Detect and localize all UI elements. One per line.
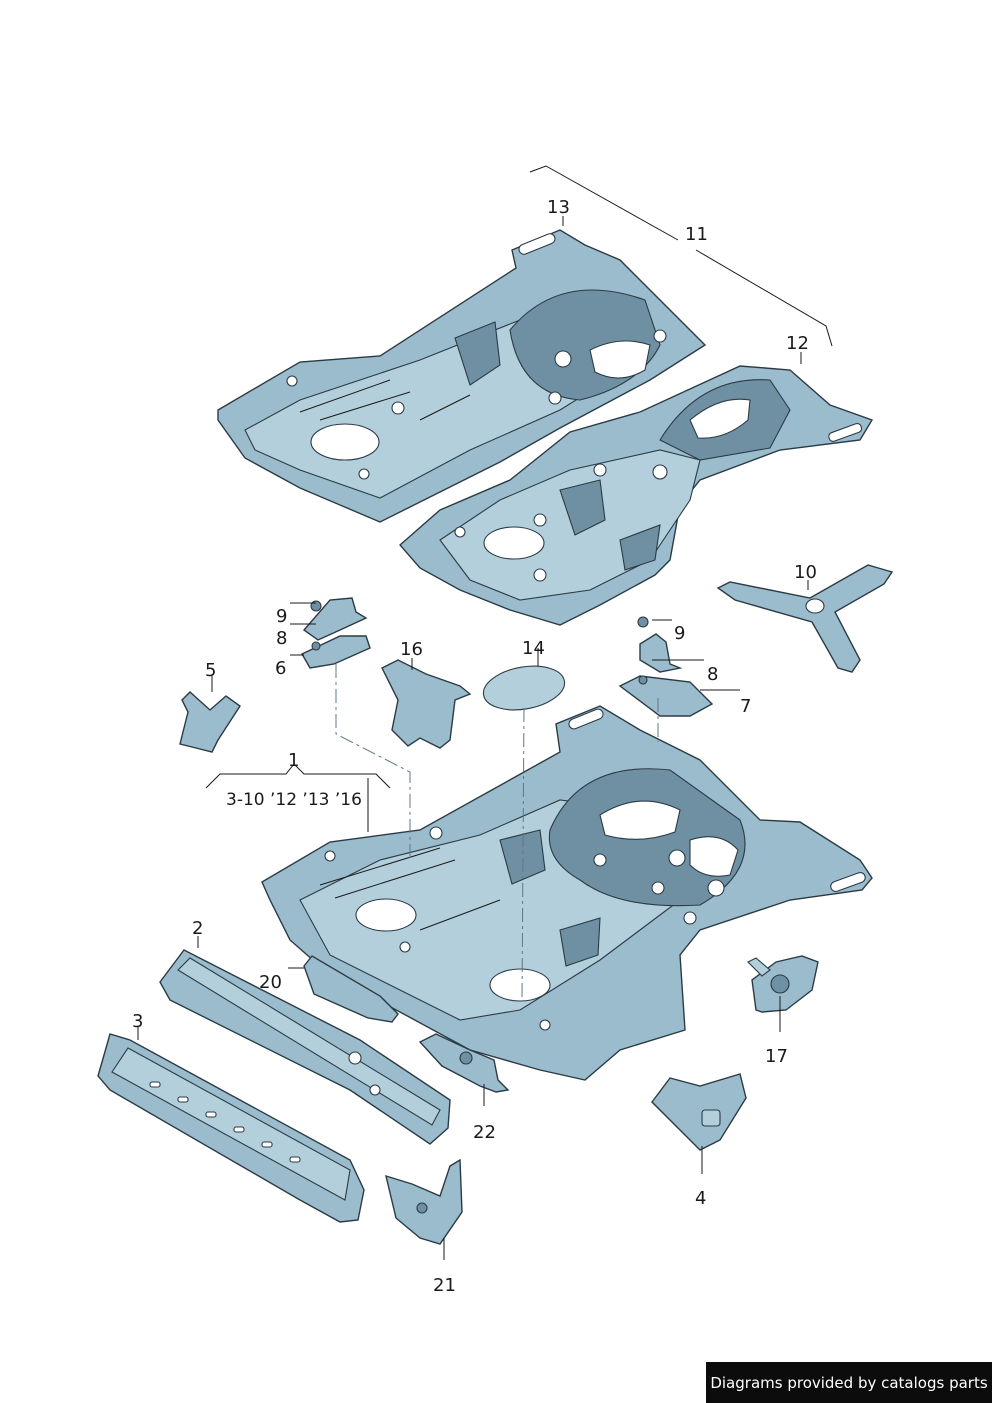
part-4-bracket xyxy=(651,1073,747,1151)
callout-7: 7 xyxy=(740,696,752,717)
leader-lines xyxy=(137,165,833,1260)
part-20-bracket xyxy=(303,955,399,1023)
callout-12: 12 xyxy=(786,333,809,354)
callout-1-subrange: 3-10 ’12 ’13 ’16 xyxy=(226,790,362,810)
part-14-cover xyxy=(482,665,566,711)
part-22-bracket xyxy=(418,1033,510,1093)
part-6-mount-assembly xyxy=(301,597,371,669)
callout-14: 14 xyxy=(522,638,545,659)
callout-10: 10 xyxy=(794,562,817,583)
part-16-bracket xyxy=(381,659,472,749)
callout-22: 22 xyxy=(473,1122,496,1143)
footer-credit-text: Diagrams provided by catalogs parts xyxy=(710,1373,988,1392)
part-1-floor-assembly xyxy=(261,705,873,1081)
callout-5: 5 xyxy=(205,660,217,681)
callout-1: 1 xyxy=(288,750,300,771)
part-5-bracket xyxy=(179,691,241,753)
callout-3: 3 xyxy=(132,1011,144,1032)
part-10-star-bracket xyxy=(716,564,894,673)
callout-9-left: 9 xyxy=(276,606,288,627)
callout-13: 13 xyxy=(547,197,570,218)
callout-16: 16 xyxy=(400,639,423,660)
callout-11: 11 xyxy=(685,224,708,245)
part-12-floor-panel xyxy=(399,365,874,626)
part-13-floor-panel xyxy=(217,229,707,523)
callout-8-left: 8 xyxy=(276,628,288,649)
footer-credit-banner: Diagrams provided by catalogs parts xyxy=(706,1362,992,1403)
callout-8-right: 8 xyxy=(707,664,719,685)
callout-9-right: 9 xyxy=(674,623,686,644)
part-21-bracket xyxy=(385,1158,463,1245)
part-17-mount xyxy=(747,955,819,1013)
callout-6: 6 xyxy=(275,658,287,679)
part-3-cross-member xyxy=(97,1033,365,1223)
part-2-cross-member xyxy=(159,949,451,1145)
callout-4: 4 xyxy=(695,1188,707,1209)
part-7-mount-assembly xyxy=(618,616,714,717)
callout-17: 17 xyxy=(765,1046,788,1067)
callout-20: 20 xyxy=(259,972,282,993)
callout-2: 2 xyxy=(192,918,204,939)
callout-21: 21 xyxy=(433,1275,456,1296)
